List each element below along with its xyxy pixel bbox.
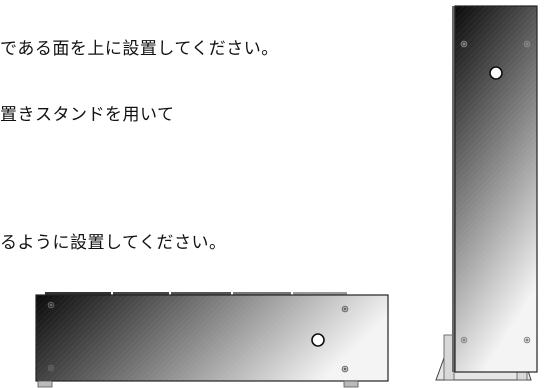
instruction-line-3: るように設置してください。 xyxy=(0,233,227,253)
horizontal-top-ridges xyxy=(45,292,347,296)
instruction-line-2: 置きスタンドを用いて xyxy=(0,105,175,125)
horizontal-foot-left xyxy=(37,380,53,388)
vertical-screw-icons xyxy=(460,40,531,344)
vertical-device-figure xyxy=(435,5,538,381)
power-button-icon xyxy=(489,66,503,80)
horizontal-device-figure xyxy=(35,292,389,388)
horizontal-screw-icons xyxy=(47,301,349,373)
power-button-icon xyxy=(311,333,325,347)
horizontal-foot-right xyxy=(343,380,359,388)
vertical-side-edge xyxy=(452,6,455,372)
instruction-line-1: である面を上に設置してください。 xyxy=(0,39,279,59)
